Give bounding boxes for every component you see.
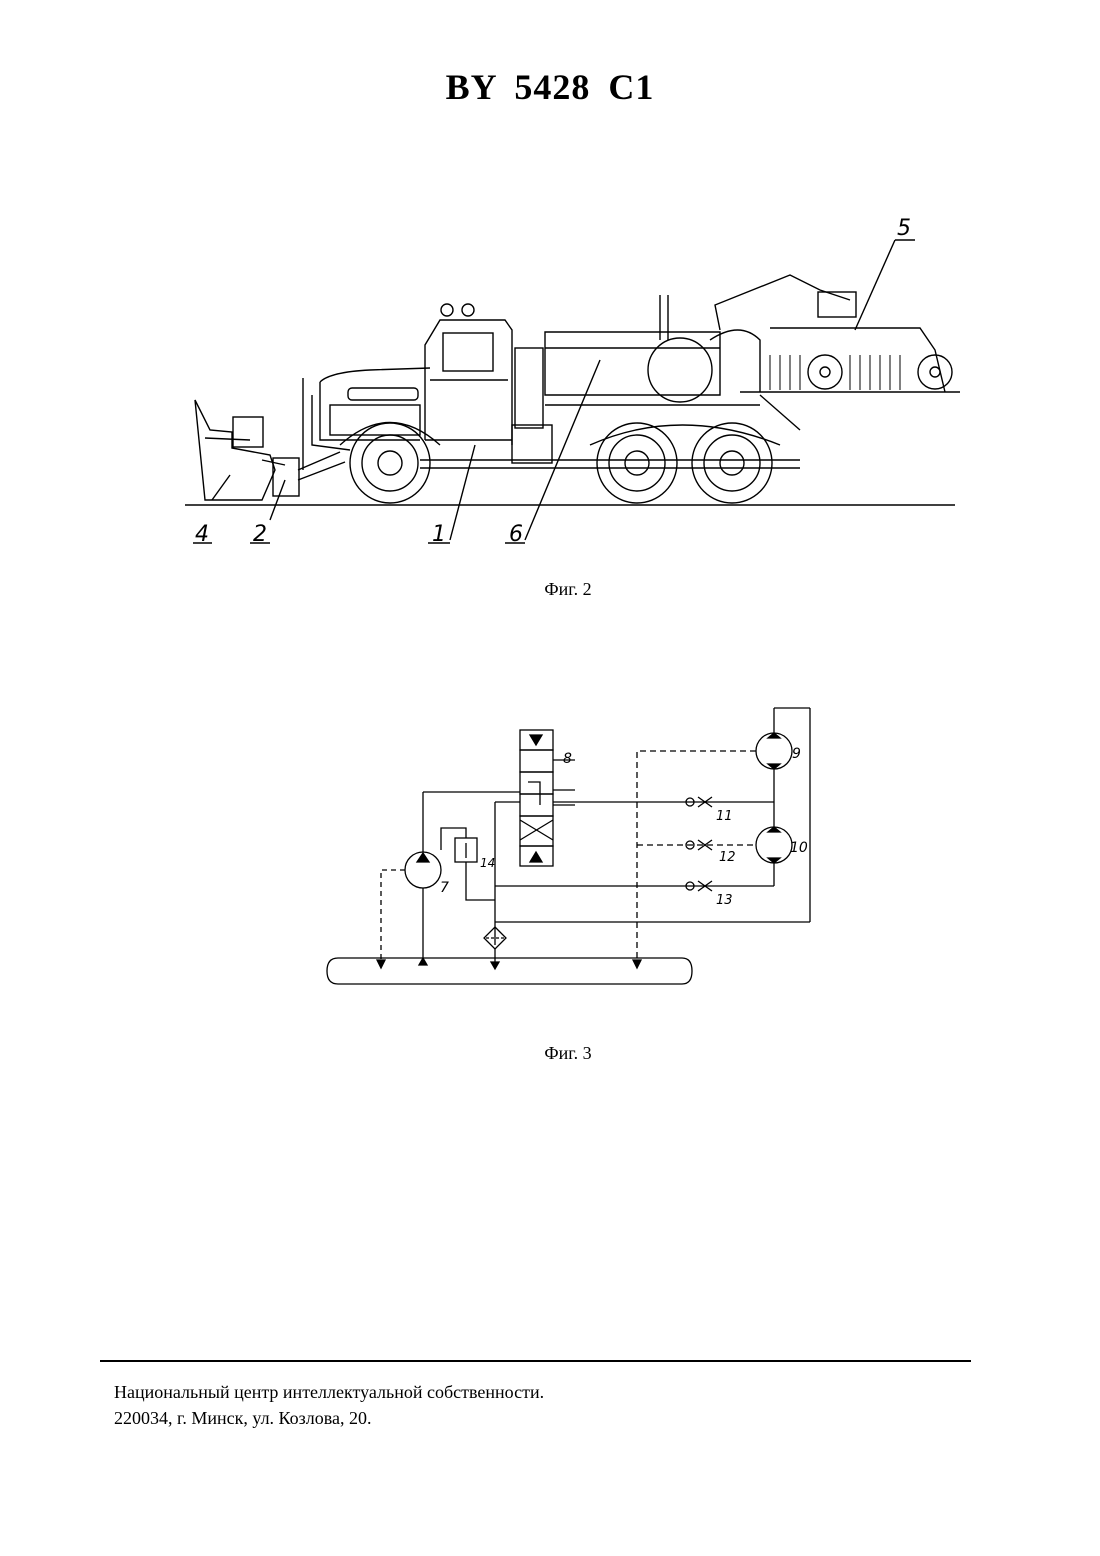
label-2: 2 bbox=[253, 522, 267, 547]
footer-rule bbox=[100, 1360, 971, 1362]
figure-3-caption: Фиг. 3 bbox=[468, 1043, 668, 1064]
label-13: 13 bbox=[716, 893, 733, 908]
label-1: 1 bbox=[432, 522, 446, 547]
label-9: 9 bbox=[792, 746, 801, 762]
label-8: 8 bbox=[563, 751, 572, 767]
figure-3-schematic: 8 9 10 7 14 11 12 13 bbox=[0, 700, 1100, 1000]
label-12: 12 bbox=[719, 850, 736, 865]
label-10: 10 bbox=[790, 840, 808, 856]
label-5: 5 bbox=[897, 216, 911, 241]
label-4: 4 bbox=[195, 522, 209, 547]
footer-line-1: Национальный центр интеллектуальной собс… bbox=[114, 1379, 544, 1405]
footer: Национальный центр интеллектуальной собс… bbox=[114, 1379, 544, 1431]
label-11: 11 bbox=[716, 809, 733, 824]
label-14: 14 bbox=[480, 856, 495, 870]
footer-line-2: 220034, г. Минск, ул. Козлова, 20. bbox=[114, 1405, 544, 1431]
label-7: 7 bbox=[440, 880, 449, 896]
label-6: 6 bbox=[509, 522, 523, 547]
patent-number: BY 5428 C1 bbox=[0, 66, 1100, 108]
figure-2-caption: Фиг. 2 bbox=[468, 579, 668, 600]
figure-2-drawing: 4 2 1 6 5 bbox=[0, 200, 1100, 560]
